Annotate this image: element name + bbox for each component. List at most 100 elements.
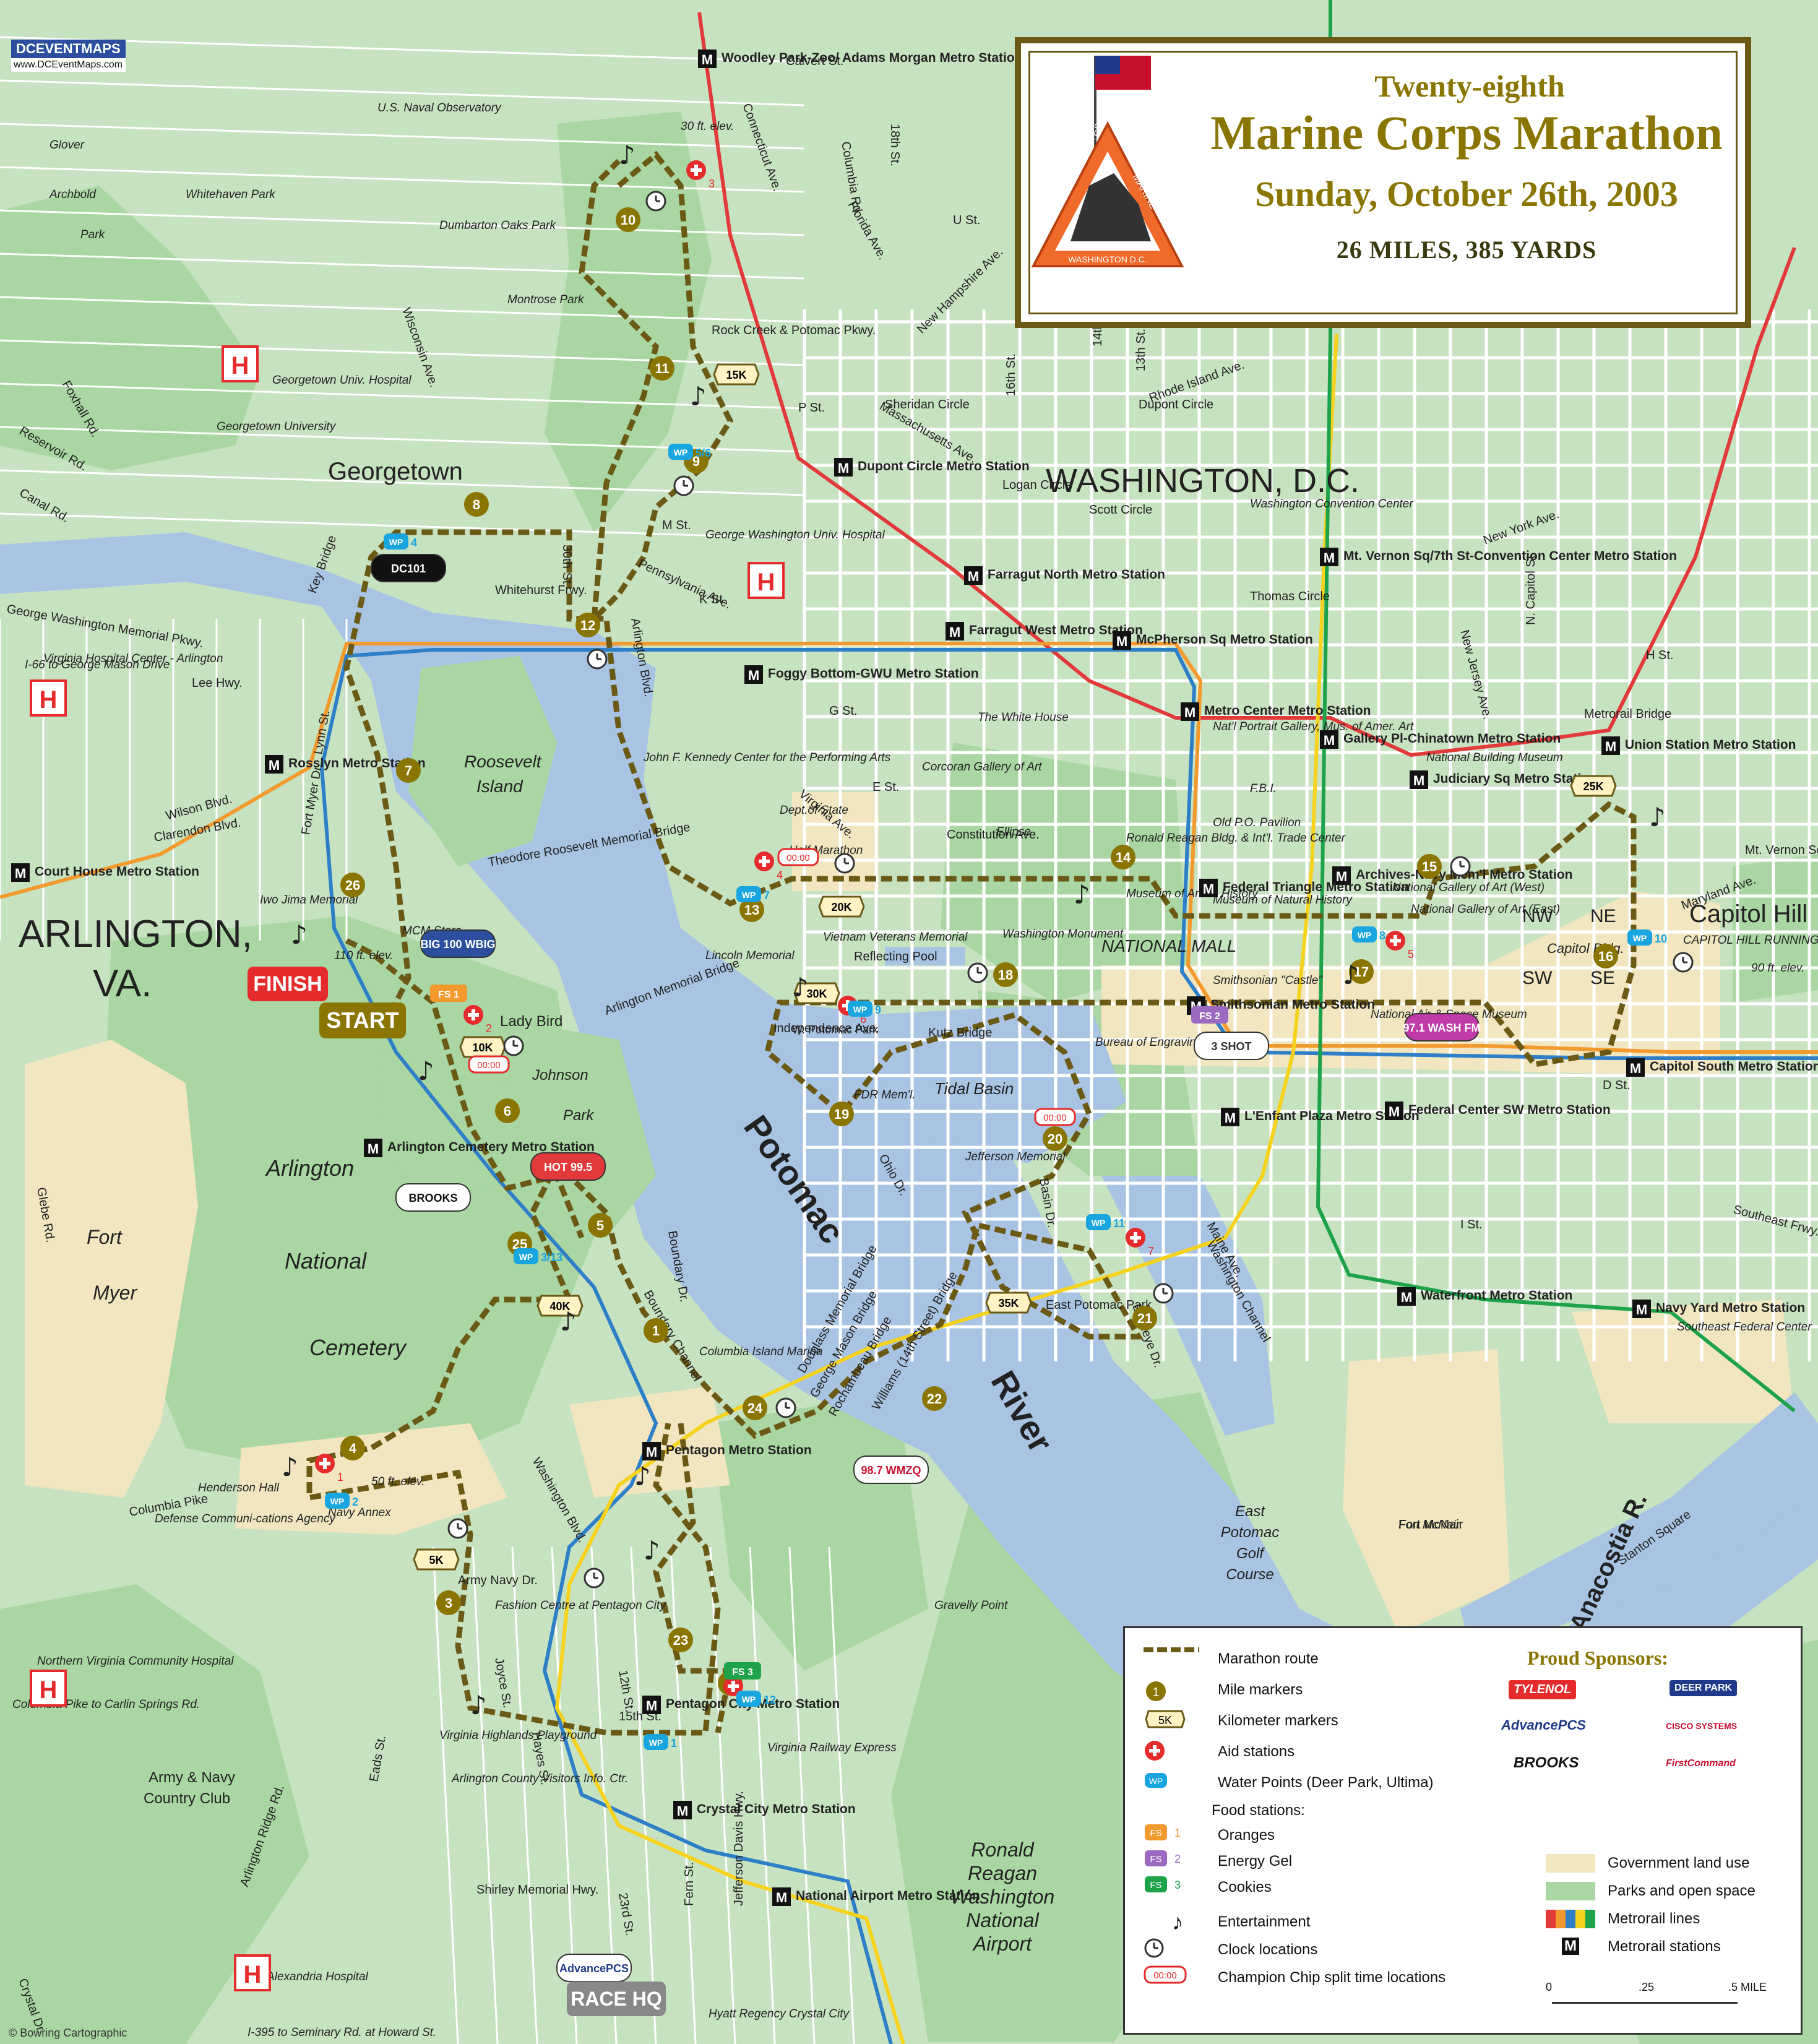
mile-marker[interactable]: 11: [650, 356, 674, 381]
sponsor-logo[interactable]: BIG 100 WBIG: [420, 929, 496, 958]
mile-marker[interactable]: 5: [588, 1213, 613, 1238]
mile-marker[interactable]: 17: [1349, 959, 1374, 984]
chip-split-location[interactable]: 00:00: [777, 848, 819, 866]
mile-marker[interactable]: 14: [1111, 845, 1135, 869]
aid-station[interactable]: 5: [1385, 931, 1414, 960]
km-marker[interactable]: 15K: [713, 363, 760, 386]
mile-marker[interactable]: 24: [743, 1395, 767, 1420]
mile-marker[interactable]: 15: [1417, 854, 1442, 879]
legend-route: Marathon route: [1144, 1647, 1319, 1671]
metro-m-icon: [772, 1887, 791, 1906]
music-note-icon: ♪: [792, 972, 809, 1003]
mile-marker[interactable]: 19: [829, 1102, 854, 1126]
sponsor-logo[interactable]: 97.1 WASH FM: [1403, 1013, 1481, 1041]
mile-marker[interactable]: 21: [1132, 1306, 1157, 1330]
aid-station[interactable]: 4: [754, 852, 783, 881]
sponsor-brooks[interactable]: BROOKS: [1514, 1754, 1579, 1771]
km-marker[interactable]: 40K: [536, 1295, 584, 1317]
aid-station[interactable]: 1: [315, 1454, 343, 1483]
mile-marker[interactable]: 22: [922, 1386, 947, 1411]
mile-marker[interactable]: 8: [464, 492, 489, 517]
sponsor-cisco[interactable]: CISCO SYSTEMS: [1666, 1721, 1738, 1731]
start-marker[interactable]: START: [319, 1003, 406, 1038]
mile-marker[interactable]: 7: [396, 758, 421, 783]
mile-marker[interactable]: 6: [495, 1098, 520, 1123]
mile-marker[interactable]: 3: [436, 1590, 461, 1615]
svg-text:6: 6: [860, 1013, 866, 1025]
food-station[interactable]: FS 1: [430, 985, 467, 1002]
km-marker[interactable]: 25K: [1570, 775, 1617, 797]
mile-marker[interactable]: 12: [575, 613, 600, 637]
aid-station[interactable]: 3: [686, 160, 715, 190]
mile-marker[interactable]: 20: [1043, 1126, 1067, 1151]
km-marker[interactable]: 10K: [459, 1036, 506, 1058]
km-marker[interactable]: 35K: [985, 1292, 1032, 1314]
mile-marker[interactable]: 1: [644, 1318, 668, 1343]
food-station[interactable]: FS 2: [1191, 1006, 1228, 1024]
aid-station[interactable]: 7: [1126, 1228, 1154, 1257]
mile-marker[interactable]: 4: [340, 1436, 365, 1460]
mile-marker[interactable]: 13: [739, 897, 764, 922]
mile-marker[interactable]: 26: [340, 873, 365, 897]
aid-station[interactable]: 2: [463, 1005, 492, 1035]
mile-marker[interactable]: 23: [668, 1628, 693, 1652]
km-marker[interactable]: 20K: [818, 895, 865, 918]
chip-split-location[interactable]: 00:00: [1034, 1108, 1076, 1126]
sponsor-deer-park[interactable]: DEER PARK: [1669, 1680, 1738, 1696]
chip-split-location[interactable]: 00:00: [468, 1055, 510, 1074]
km-marker[interactable]: 30K: [793, 982, 840, 1004]
sponsor-logo[interactable]: 3 SHOT: [1194, 1032, 1269, 1060]
sponsor-tylenol[interactable]: TYLENOL: [1509, 1680, 1577, 1699]
mile-marker[interactable]: 16: [1593, 944, 1618, 968]
landmark-label: Washington Monument: [1002, 928, 1124, 941]
sponsor-logo[interactable]: 98.7 WMZQ: [853, 1455, 929, 1484]
dceventmaps-logo[interactable]: DCEVENTMAPS www.DCEventMaps.com: [11, 40, 126, 72]
sponsor-firstcommand[interactable]: FirstCommand: [1666, 1758, 1736, 1769]
finish-marker[interactable]: FINISH: [248, 967, 328, 1001]
mile-marker[interactable]: 18: [993, 962, 1018, 987]
mile-marker[interactable]: 10: [616, 207, 640, 232]
sponsor-logo[interactable]: HOT 99.5: [530, 1152, 606, 1181]
sponsor-logo[interactable]: AdvancePCS: [556, 1954, 632, 1982]
sponsor-advancepcs[interactable]: AdvancePCS: [1501, 1717, 1586, 1733]
race-hq-marker[interactable]: RACE HQ: [567, 1981, 666, 2016]
food-station[interactable]: FS 3: [724, 1662, 761, 1680]
sponsor-logo[interactable]: DC101: [371, 554, 446, 582]
sponsor-logo[interactable]: BROOKS: [395, 1183, 471, 1212]
km-marker[interactable]: 5K: [413, 1548, 460, 1571]
